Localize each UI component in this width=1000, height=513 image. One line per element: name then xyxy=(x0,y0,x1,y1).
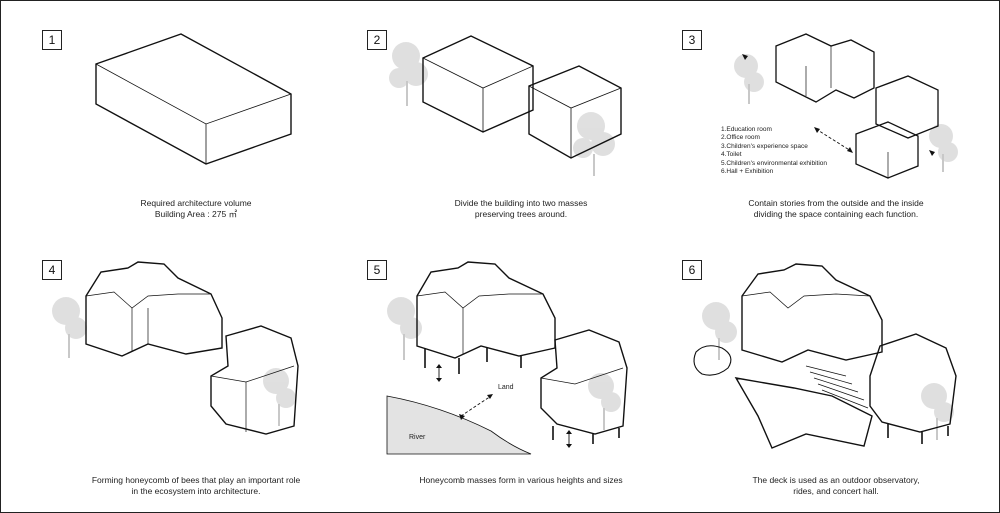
panel-3: 3 xyxy=(676,26,996,276)
legend-item: 5.Children's environmental exhibition xyxy=(721,159,828,167)
piloti-columns xyxy=(424,348,620,444)
legend-item: 1.Education room xyxy=(721,126,772,133)
tree-icon xyxy=(929,124,958,172)
caption: The deck is used as an outdoor observato… xyxy=(676,475,996,497)
step-number: 5 xyxy=(367,260,387,280)
arrow-icon xyxy=(815,128,852,152)
two-masses-drawing xyxy=(389,35,622,176)
panel-2: 2 Divide the building into two masses pr… xyxy=(361,26,681,276)
caption-line: in the ecosystem into architecture. xyxy=(131,486,261,496)
function-legend: 1.Education room 2.Office room 3.Childre… xyxy=(721,126,827,176)
heights-and-sizes-drawing xyxy=(386,261,628,455)
caption-line: rides, and concert hall. xyxy=(793,486,879,496)
caption: Contain stories from the outside and the… xyxy=(676,198,996,220)
step-number: 4 xyxy=(42,260,62,280)
caption-line: preserving trees around. xyxy=(474,209,568,219)
step-number: 3 xyxy=(682,30,702,50)
legend-item: 4.Toilet xyxy=(721,151,742,159)
river-area xyxy=(386,395,532,455)
caption: Honeycomb masses form in various heights… xyxy=(361,475,681,486)
tree-icon xyxy=(921,383,954,440)
caption-line: dividing the space containing each funct… xyxy=(753,209,919,219)
caption: Forming honeycomb of bees that play an i… xyxy=(36,475,356,497)
panel-5: 5 xyxy=(361,256,681,506)
step-number: 2 xyxy=(367,30,387,50)
land-label: Land xyxy=(498,384,514,391)
caption: Divide the building into two masses pres… xyxy=(361,198,681,220)
step-number: 6 xyxy=(682,260,702,280)
tree-icon xyxy=(734,54,764,104)
caption-line: The deck is used as an outdoor observato… xyxy=(752,475,920,485)
legend-item: 6.Hall + Exhibition xyxy=(721,168,774,176)
caption-line: Divide the building into two masses xyxy=(454,198,588,208)
tree-icon xyxy=(573,112,615,176)
steps xyxy=(805,365,869,409)
caption-line: Building Area : 275 ㎡ xyxy=(154,209,238,219)
caption: Required architecture volume Building Ar… xyxy=(36,198,356,220)
honeycomb-drawing xyxy=(52,261,299,435)
deck-drawing xyxy=(693,263,957,449)
tree-icon xyxy=(588,373,621,430)
step-number: 1 xyxy=(42,30,62,50)
tree-icon xyxy=(263,368,296,426)
caption-line: Honeycomb masses form in various heights… xyxy=(419,475,623,485)
volume-drawing xyxy=(95,33,292,165)
caption-line: Contain stories from the outside and the… xyxy=(748,198,924,208)
panel-1: 1 Required architecture volume Building … xyxy=(36,26,356,276)
height-arrow-icon xyxy=(438,366,570,446)
legend-item: 3.Children's experience space xyxy=(721,142,808,150)
piloti-columns xyxy=(887,424,949,444)
tree-icon xyxy=(52,297,87,358)
caption-line: Forming honeycomb of bees that play an i… xyxy=(91,475,301,485)
caption-line: Required architecture volume xyxy=(140,198,252,208)
legend-item: 2.Office room xyxy=(721,134,760,142)
tree-icon xyxy=(389,42,428,106)
panel-6: 6 xyxy=(676,256,996,506)
function-division-drawing xyxy=(734,33,958,179)
panel-4: 4 Forming honeycomb of bees that play an… xyxy=(36,256,356,506)
river-label: River xyxy=(409,434,426,441)
tree-icon xyxy=(702,302,737,360)
